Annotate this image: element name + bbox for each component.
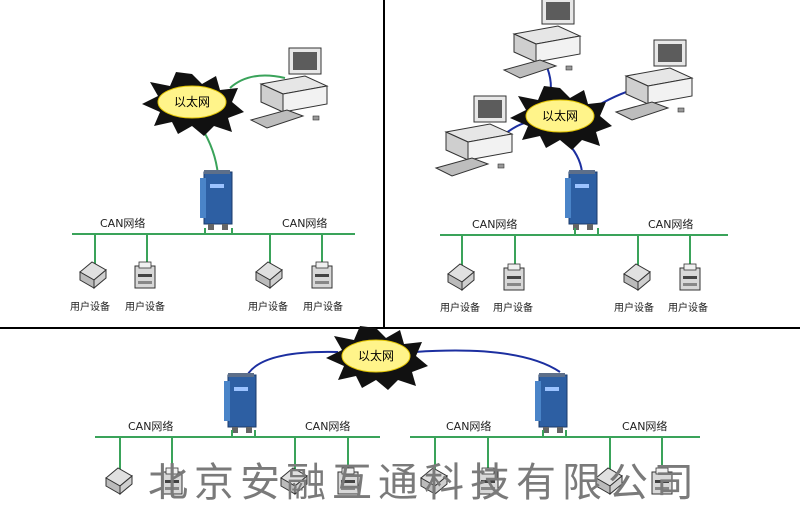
computer-icon bbox=[435, 95, 513, 177]
user-device-icon bbox=[311, 261, 333, 289]
ethernet-link bbox=[229, 74, 286, 89]
can-network-label: CAN网络 bbox=[282, 216, 327, 230]
user-device-icon bbox=[503, 263, 525, 291]
can-network-label: CAN网络 bbox=[100, 216, 145, 230]
user-device-icon bbox=[623, 263, 651, 291]
gateway-icon bbox=[534, 372, 568, 434]
panel-single-host: 以太网 CAN网络 CAN网络 用户设备 用户设备 用户设备 用户设备 bbox=[70, 47, 355, 313]
cloud-icon: 以太网 bbox=[509, 85, 613, 151]
cloud-icon: 以太网 bbox=[325, 325, 429, 391]
user-device-label: 用户设备 bbox=[248, 300, 288, 313]
user-device-icon bbox=[134, 261, 156, 289]
ethernet-link bbox=[244, 350, 339, 381]
user-device-label: 用户设备 bbox=[614, 301, 654, 314]
user-device-icon bbox=[79, 261, 107, 289]
gateway-icon bbox=[199, 169, 233, 231]
can-network-label: CAN网络 bbox=[128, 419, 173, 433]
panel-dual-gateway: 以太网 CAN网络 CAN网络 CAN网络 CAN网络 bbox=[95, 325, 700, 495]
computer-icon bbox=[250, 47, 328, 129]
can-network-label: CAN网络 bbox=[648, 217, 693, 231]
ethernet-label: 以太网 bbox=[542, 108, 578, 123]
computer-icon bbox=[503, 0, 581, 79]
user-device-label: 用户设备 bbox=[668, 301, 708, 314]
user-device-label: 用户设备 bbox=[440, 301, 480, 314]
user-device-icon bbox=[255, 261, 283, 289]
ethernet-label: 以太网 bbox=[174, 94, 210, 109]
computer-icon bbox=[615, 39, 693, 121]
user-device-icon bbox=[105, 467, 133, 495]
can-network-label: CAN网络 bbox=[305, 419, 350, 433]
user-device-label: 用户设备 bbox=[303, 300, 343, 313]
gateway-icon bbox=[223, 372, 257, 434]
panel-frames bbox=[0, 0, 800, 329]
ethernet-link bbox=[414, 349, 561, 373]
user-device-icon bbox=[679, 263, 701, 291]
can-network-label: CAN网络 bbox=[472, 217, 517, 231]
user-device-label: 用户设备 bbox=[493, 301, 533, 314]
cloud-icon: 以太网 bbox=[141, 71, 245, 137]
panel-multi-host: 以太网 CAN网络 CAN网络 用户设备 用户设备 用户设备 用户设备 bbox=[435, 0, 728, 314]
user-device-label: 用户设备 bbox=[125, 300, 165, 313]
user-device-icon bbox=[447, 263, 475, 291]
ethernet-label: 以太网 bbox=[358, 348, 394, 363]
can-network-label: CAN网络 bbox=[622, 419, 667, 433]
can-network-label: CAN网络 bbox=[446, 419, 491, 433]
gateway-icon bbox=[564, 169, 598, 231]
user-device-label: 用户设备 bbox=[70, 300, 110, 313]
company-watermark: 北京安融互通科技有限公司 bbox=[148, 460, 700, 505]
